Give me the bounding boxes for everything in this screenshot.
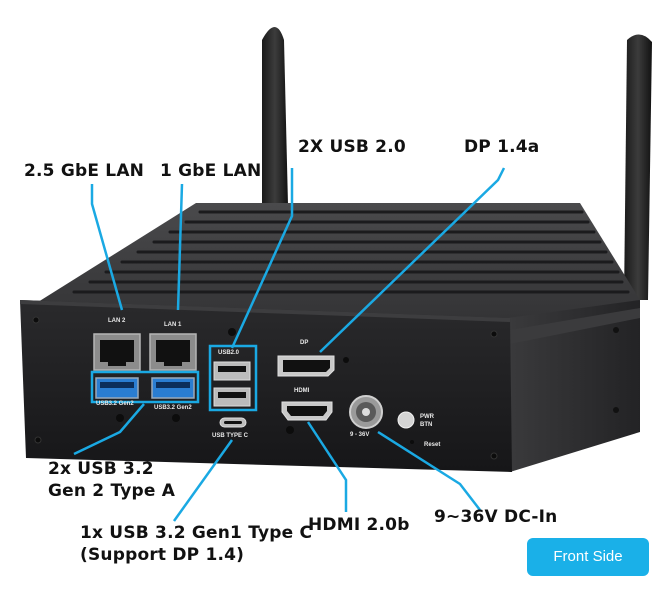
leader-hdmi (306, 421, 348, 512)
silk-lan1: LAN 1 (164, 322, 182, 328)
antenna-right (624, 34, 652, 300)
callout-hdmi: HDMI 2.0b (308, 515, 410, 535)
silk-usb32a: USB3.2 Gen2 (96, 401, 134, 407)
callout-dp: DP 1.4a (464, 137, 540, 157)
callout-usb32-line1: 2x USB 3.2 (48, 459, 154, 479)
dc-in-jack (349, 395, 383, 429)
silk-lan2: LAN 2 (108, 318, 126, 324)
callout-lan2: 2.5 GbE LAN (24, 161, 145, 181)
lan1-port (149, 333, 197, 371)
silk-dp: DP (300, 340, 309, 346)
callout-dcin: 9~36V DC-In (434, 507, 558, 527)
front-panel (20, 300, 512, 472)
lan2-port (93, 333, 141, 371)
callout-usbc-line2: (Support DP 1.4) (80, 545, 245, 565)
usbc-port (219, 417, 247, 428)
callout-lines (73, 167, 506, 522)
leader-lan1 (176, 183, 184, 311)
silk-usb32b: USB3.2 Gen2 (154, 405, 192, 411)
callout-usb32: 2x USB 3.2 Gen 2 Type A (48, 458, 228, 502)
chassis-side (508, 300, 640, 472)
callout-usbc: 1x USB 3.2 Gen1 Type C (Support DP 1.4) (80, 522, 340, 566)
displayport (277, 355, 335, 377)
silk-usb20: USB2.0 (218, 350, 240, 356)
leader-dp (319, 167, 506, 353)
leader-lan2 (90, 184, 124, 311)
silk-usbc: USB TYPE C (212, 433, 249, 439)
callout-usb20: 2X USB 2.0 (298, 137, 406, 157)
antenna-left (262, 27, 288, 205)
silk-reset: Reset (424, 442, 441, 448)
highlight-usb32 (90, 370, 200, 404)
callout-lan1: 1 GbE LAN (160, 161, 262, 181)
usb32-port-b (151, 377, 195, 399)
leader-dcin (377, 430, 481, 511)
callout-usbc-line1: 1x USB 3.2 Gen1 Type C (80, 523, 313, 543)
usb32-port-a (95, 377, 139, 399)
silk-pwr: PWR (420, 414, 434, 420)
power-button (397, 411, 415, 429)
callout-usb32-line2: Gen 2 Type A (48, 481, 176, 501)
highlight-usb20 (208, 344, 258, 412)
silk-dc-rating: 9 - 36V (350, 432, 370, 438)
leader-usbc (172, 439, 234, 522)
silk-hdmi: HDMI (294, 388, 310, 394)
front-side-badge: Front Side (527, 538, 649, 576)
usb20-ports (213, 361, 251, 407)
leader-usb32 (73, 403, 145, 456)
silk-btn: BTN (420, 422, 433, 428)
hdmi-port (281, 401, 333, 421)
leader-usb20 (230, 168, 294, 349)
